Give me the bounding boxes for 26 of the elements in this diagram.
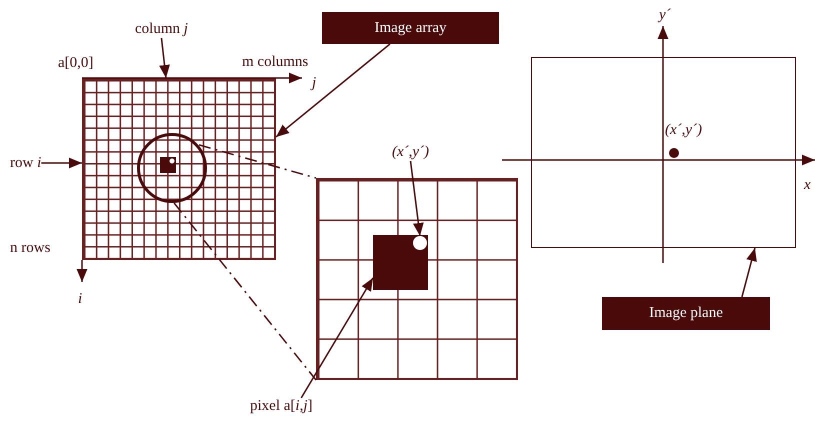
axis-label: y´: [659, 6, 671, 24]
arrow: [300, 278, 374, 398]
arrow: [276, 43, 390, 138]
axis-label: m columns: [242, 53, 308, 71]
pixel-square: [373, 235, 428, 290]
zoomed-grid: [316, 178, 518, 380]
row-label: row i: [10, 154, 42, 172]
pixel-label: pixel a[i,j]: [250, 397, 312, 415]
caption-box: Image array: [322, 12, 499, 44]
axis-label: n rows: [10, 239, 50, 257]
arrow: [410, 160, 424, 236]
arrow: [41, 158, 82, 168]
coordinate-label: (x´,y´): [392, 143, 430, 161]
axis-label: x: [804, 176, 811, 194]
sample-point: [413, 236, 427, 250]
zoom-line: [198, 144, 316, 179]
pixel-grid: [82, 78, 276, 260]
corner-label: a[0,0]: [58, 54, 94, 72]
axis-label: i: [78, 290, 82, 308]
axis-label: j: [312, 74, 316, 92]
arrow: [741, 248, 757, 298]
caption-box: Image plane: [602, 297, 770, 330]
arrow: [159, 38, 170, 78]
image-plane-rect: [531, 57, 796, 248]
coordinate-label: (x´,y´): [665, 121, 702, 139]
column-label: column j: [135, 20, 188, 38]
